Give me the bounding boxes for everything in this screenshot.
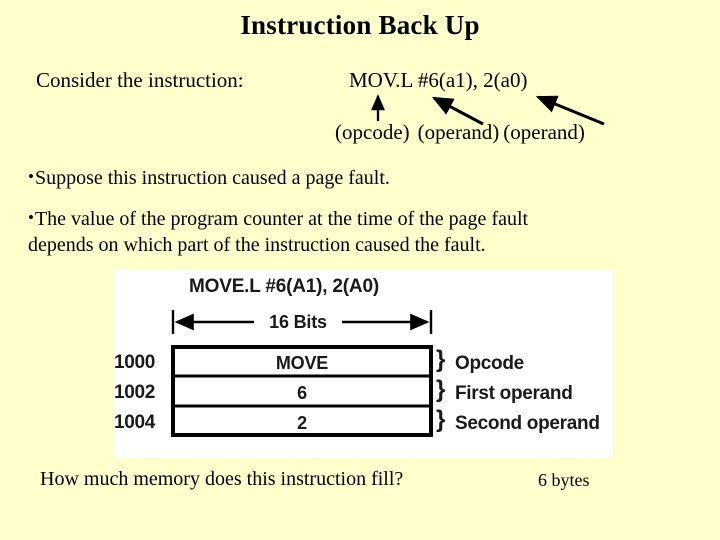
page-title: Instruction Back Up	[240, 10, 480, 40]
bullet-marker-icon: •	[28, 167, 34, 186]
bullet-item-2: •The value of the program counter at the…	[28, 205, 668, 258]
instruction-memory-figure: MOVE.L #6(A1), 2(A0) 16 Bits 1000 1002 1…	[114, 270, 613, 458]
figure-title: MOVE.L #6(A1), 2(A0)	[189, 276, 379, 297]
bullet-1-text: Suppose this instruction caused a page f…	[34, 167, 390, 189]
first-operand-label: (operand)	[417, 120, 500, 144]
bullet-marker-icon: •	[28, 208, 34, 227]
figure-graphics	[171, 310, 433, 437]
bullet-2-line-1-wrap: •The value of the program counter at the…	[28, 205, 668, 232]
memory-cell-second-operand: 2	[297, 413, 307, 433]
instruction-code: MOV.L #6(a1), 2(a0)	[349, 68, 528, 92]
footer-question: How much memory does this instruction fi…	[40, 468, 404, 490]
brace-icon: }	[436, 346, 446, 373]
brace-icon: }	[436, 376, 446, 403]
bullet-item-1: •Suppose this instruction caused a page …	[28, 164, 688, 191]
bullet-2-line-2: depends on which part of the instruction…	[28, 234, 486, 256]
row-label-opcode: Opcode	[455, 353, 524, 374]
memory-box-outline	[171, 345, 433, 437]
bullet-2-line-1: The value of the program counter at the …	[34, 208, 529, 230]
brace-icon: }	[436, 406, 446, 433]
memory-cell-first-operand: 6	[297, 383, 307, 403]
dimension-label: 16 Bits	[269, 312, 327, 332]
footer-answer: 6 bytes	[538, 470, 590, 490]
instruction-prompt: Consider the instruction:	[36, 68, 244, 92]
opcode-label: (opcode)	[335, 120, 410, 144]
annotation-labels: (opcode) (operand)(operand)	[335, 120, 585, 145]
memory-address-1004: 1004	[114, 412, 156, 433]
row-label-second-operand: Second operand	[455, 413, 600, 434]
memory-address-1002: 1002	[114, 382, 156, 403]
second-operand-label: (operand)	[503, 120, 585, 144]
memory-address-1000: 1000	[114, 352, 156, 373]
row-label-first-operand: First operand	[455, 383, 573, 404]
memory-cell-opcode: MOVE	[275, 353, 329, 373]
